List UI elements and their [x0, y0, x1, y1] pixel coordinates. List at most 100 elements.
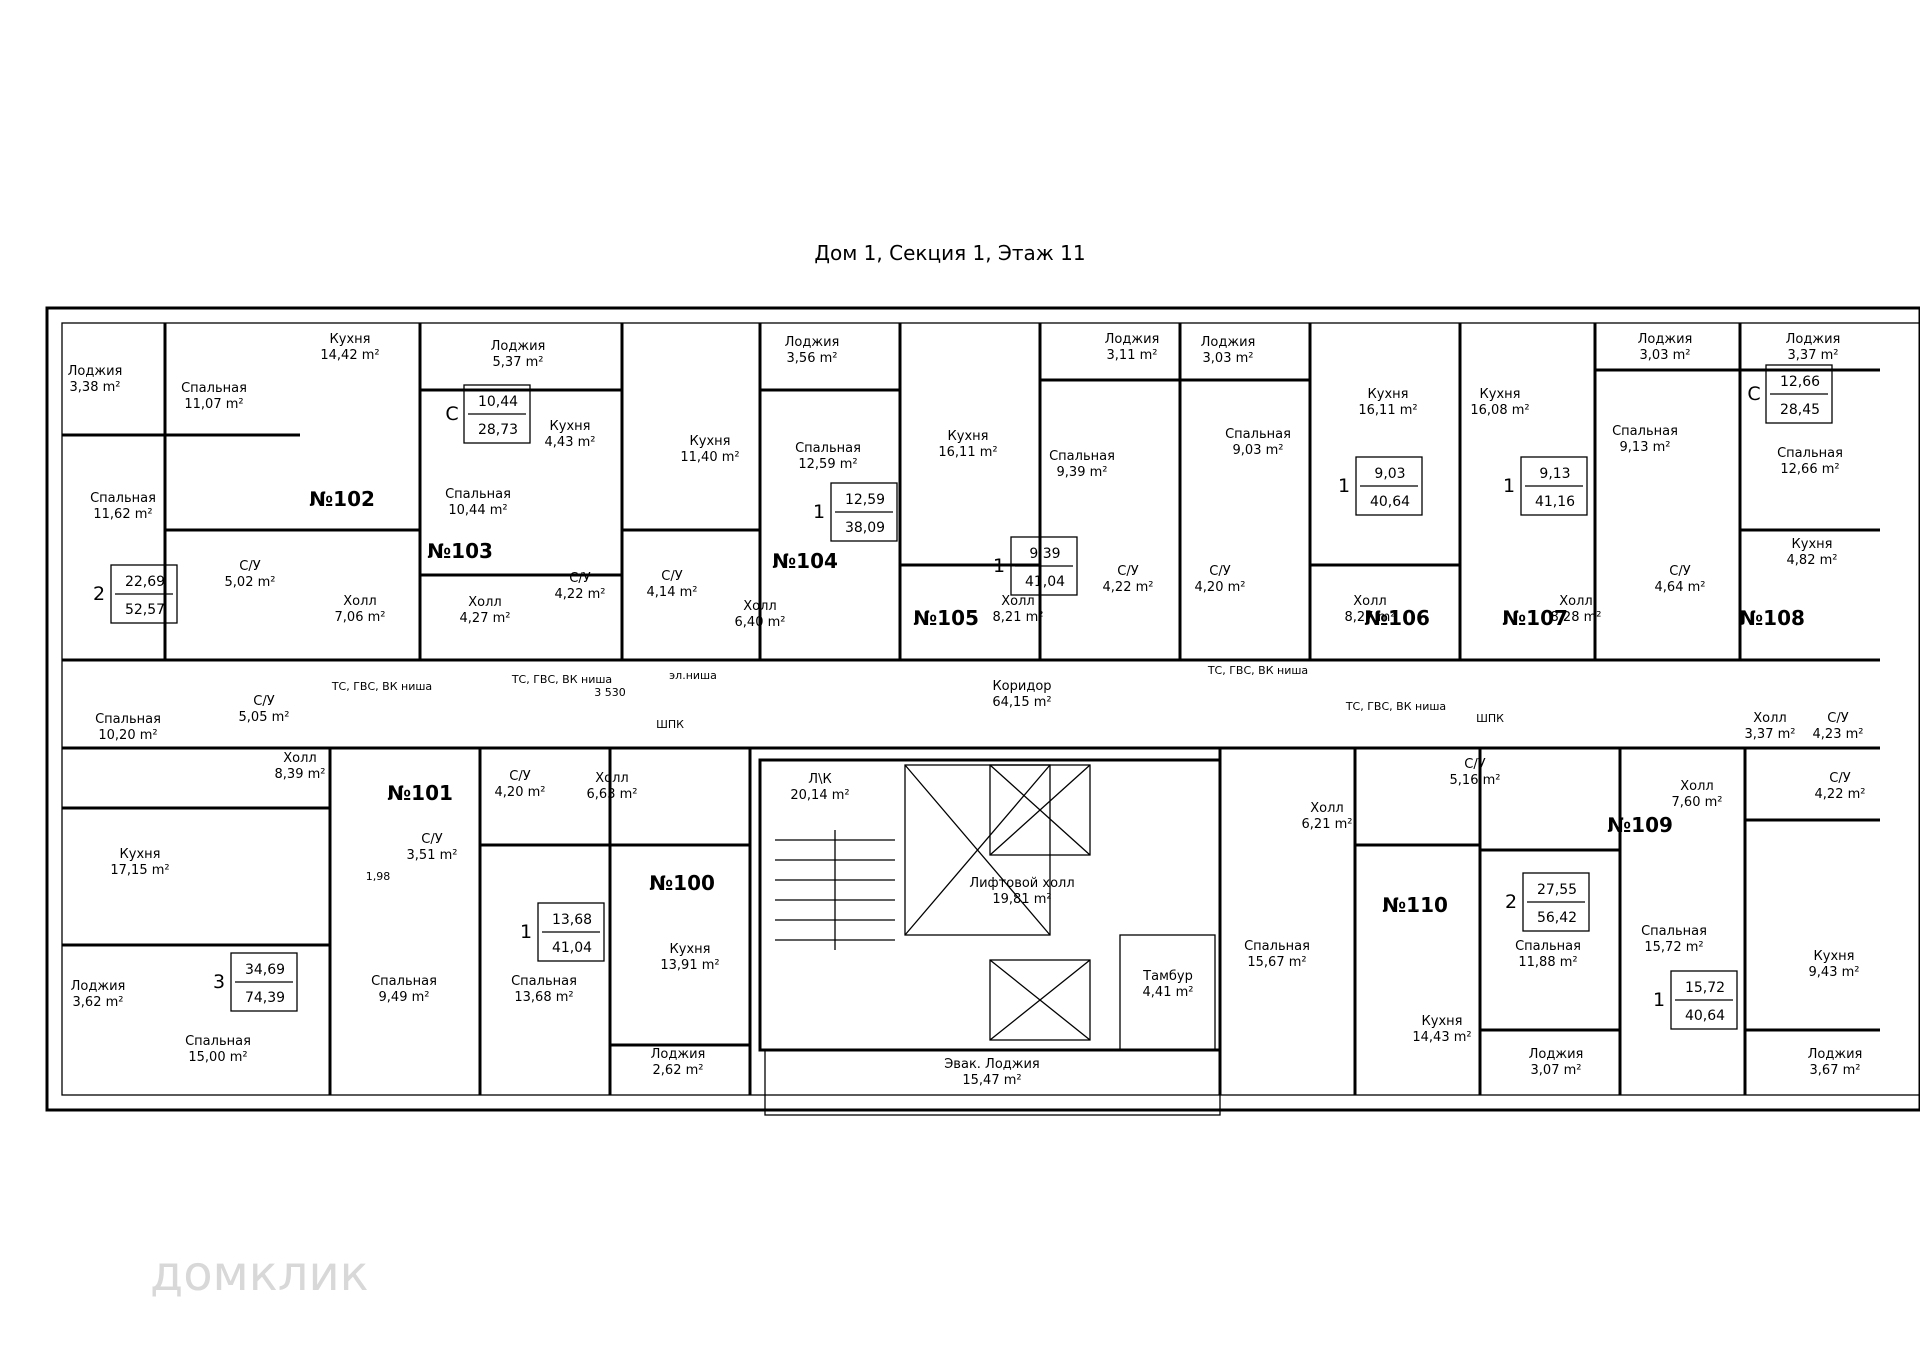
room-area-value: 15,67 — [1247, 955, 1284, 970]
room-area-unit: m² — [1700, 795, 1722, 810]
apt-106-total: 40,64 — [1370, 494, 1410, 510]
room-area-value: 4,82 — [1787, 553, 1816, 568]
room-area-value: 12,66 — [1780, 462, 1817, 477]
room-area-value: 9,43 — [1809, 965, 1838, 980]
room-area: 12,66 m² — [1780, 462, 1839, 477]
apt-110-number: №110 — [1382, 893, 1448, 917]
room-area-unit: m² — [358, 348, 380, 363]
room-name: Лоджия — [1786, 332, 1841, 347]
room-area-unit: m² — [1683, 580, 1705, 595]
room-name: Спальная — [1244, 939, 1310, 954]
room-area-value: 14,42 — [320, 348, 357, 363]
room-name: Лоджия — [68, 364, 123, 379]
room-area: 8,28 m² — [1551, 610, 1602, 625]
apt-108-badge — [1765, 364, 1833, 424]
room-area: 6,21 m² — [1302, 817, 1353, 832]
apt-104-total: 38,09 — [845, 520, 885, 536]
room-area-unit: m² — [698, 958, 720, 973]
room-name: С/У — [1829, 771, 1850, 786]
room-area: 5,02 m² — [225, 575, 276, 590]
room-name: Кухня — [670, 942, 711, 957]
room-area-unit: m² — [1085, 465, 1107, 480]
apt-101-rooms: 3 — [213, 971, 225, 993]
room-area-unit: m² — [552, 990, 574, 1005]
room-name: С/У — [661, 569, 682, 584]
room-area-unit: m² — [583, 587, 605, 602]
room-name: С/У — [569, 571, 590, 586]
room-area-unit: m² — [136, 728, 158, 743]
room-area-value: 4,22 — [1815, 787, 1844, 802]
room-area-value: 7,06 — [335, 610, 364, 625]
room-area-value: 3,37 — [1745, 727, 1774, 742]
room-area-unit: m² — [1261, 443, 1283, 458]
room-area-unit: m² — [1131, 580, 1153, 595]
room-name: Холл — [743, 599, 776, 614]
room-name: Лоджия — [1105, 332, 1160, 347]
room-area-unit: m² — [828, 788, 850, 803]
room-area-value: 4,27 — [460, 611, 489, 626]
room-name: Тамбур — [1142, 969, 1193, 984]
room-name: Холл — [1353, 594, 1386, 609]
room-area-value: 4,20 — [495, 785, 524, 800]
room-name: С/У — [253, 694, 274, 709]
room-name: Кухня — [1480, 387, 1521, 402]
apt-100-rooms: 1 — [520, 921, 532, 943]
room-name: Холл — [595, 771, 628, 786]
room-area-value: 11,88 — [1518, 955, 1555, 970]
room-area-value: 16,08 — [1470, 403, 1507, 418]
room-area-value: 16,11 — [1358, 403, 1395, 418]
room-area-value: 3,37 — [1788, 348, 1817, 363]
apt-105-living: 9,39 — [1029, 546, 1060, 562]
apt-101-number: №101 — [387, 781, 453, 805]
room-area-value: 9,13 — [1620, 440, 1649, 455]
room-area: 15,72 m² — [1644, 940, 1703, 955]
room-area: 11,62 m² — [93, 507, 152, 522]
room-area: 2,62 m² — [653, 1063, 704, 1078]
apt-110-rooms: 2 — [1505, 891, 1517, 913]
room-name: Лоджия — [785, 335, 840, 350]
room-area-unit: m² — [1841, 727, 1863, 742]
room-area: 3,62 m² — [73, 995, 124, 1010]
room-name: Холл — [468, 595, 501, 610]
room-name: Холл — [1310, 801, 1343, 816]
room-area-value: 15,00 — [188, 1050, 225, 1065]
room-area-value: 8,28 — [1551, 610, 1580, 625]
apt-104-rooms: 1 — [813, 501, 825, 523]
room-area: 11,40 m² — [680, 450, 739, 465]
annotation-label: ТС, ГВС, ВК ниша — [511, 673, 612, 686]
room-area-unit: m² — [148, 863, 170, 878]
room-name: С/У — [509, 769, 530, 784]
apt-105-rooms: 1 — [993, 555, 1005, 577]
room-name: С/У — [421, 832, 442, 847]
apt-109-badge — [1670, 970, 1738, 1030]
room-area: 9,49 m² — [379, 990, 430, 1005]
room-area: 3,67 m² — [1810, 1063, 1861, 1078]
room-area-unit: m² — [1668, 348, 1690, 363]
room-area-unit: m² — [407, 990, 429, 1005]
apt-103-badge — [463, 384, 531, 444]
room-name: Кухня — [690, 434, 731, 449]
room-area-value: 11,40 — [680, 450, 717, 465]
room-area-value: 3,07 — [1531, 1063, 1560, 1078]
room-area-value: 13,68 — [514, 990, 551, 1005]
apt-107-number: №107 — [1502, 606, 1568, 630]
room-area-value: 3,51 — [407, 848, 436, 863]
room-area: 3,11 m² — [1107, 348, 1158, 363]
room-area: 6,40 m² — [735, 615, 786, 630]
room-area-unit: m² — [1648, 440, 1670, 455]
room-area: 16,11 m² — [938, 445, 997, 460]
room-area: 3,07 m² — [1531, 1063, 1582, 1078]
room-name: Спальная — [371, 974, 437, 989]
room-name: Спальная — [90, 491, 156, 506]
apt-108-total: 28,45 — [1780, 402, 1820, 418]
apt-102-badge — [110, 564, 178, 624]
room-area-value: 4,22 — [555, 587, 584, 602]
room-name: Кухня — [120, 847, 161, 862]
room-name: Спальная — [1641, 924, 1707, 939]
room-area: 16,08 m² — [1470, 403, 1529, 418]
room-area: 5,16 m² — [1450, 773, 1501, 788]
room-area-value: 6,21 — [1302, 817, 1331, 832]
room-area-unit: m² — [488, 611, 510, 626]
room-area: 4,41 m² — [1143, 985, 1194, 1000]
